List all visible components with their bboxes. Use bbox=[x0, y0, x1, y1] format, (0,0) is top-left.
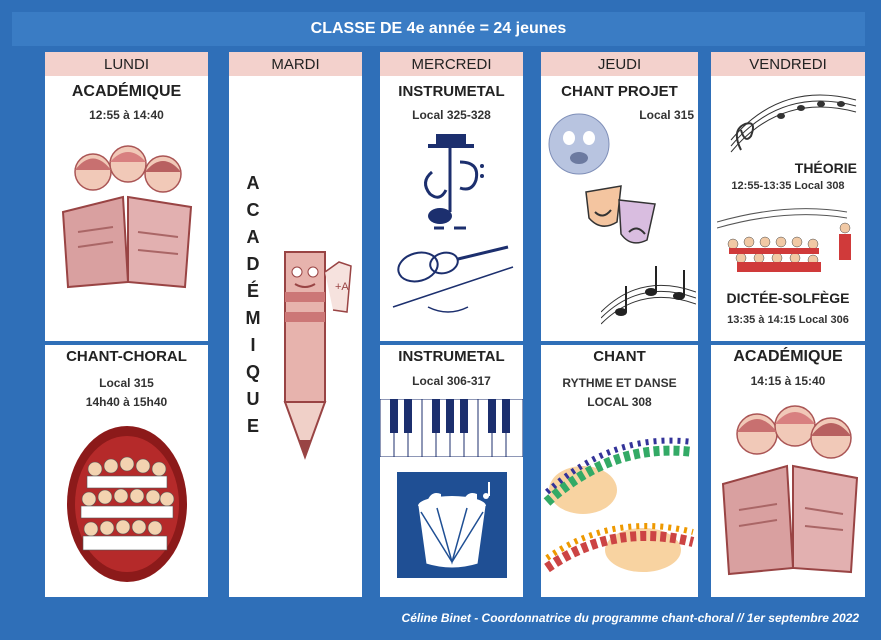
day-header-lundi: LUNDI bbox=[45, 52, 208, 76]
day-header-jeudi: JEUDI bbox=[541, 52, 698, 76]
jeudi-bottom-sub: RYTHME ET DANSE bbox=[562, 376, 677, 390]
jeudi-bottom-local: LOCAL 308 bbox=[587, 395, 652, 409]
piano-keys-illustration bbox=[380, 399, 523, 457]
music-staff-illustration bbox=[730, 94, 857, 153]
column-jeudi: JEUDI CHANT PROJET Local 315 bbox=[541, 52, 698, 597]
mardi-letter: A bbox=[246, 227, 260, 247]
lundi-top-title: ACADÉMIQUE bbox=[71, 83, 182, 100]
mardi-letter: C bbox=[246, 200, 260, 220]
mercredi-bottom-local: Local 306-317 bbox=[412, 374, 491, 388]
lundi-bottom-time: 14h40 à 15h40 bbox=[85, 395, 168, 409]
vendredi-dictee-title: DICTÉE-SOLFÈGE bbox=[726, 290, 850, 306]
mardi-letter: M bbox=[245, 308, 261, 328]
mardi-letter: E bbox=[246, 416, 259, 436]
column-vendredi: VENDREDI THÉORIE 12:55-13:35 Local 308 bbox=[711, 52, 865, 597]
vendredi-dictee-time: 13:35 à 14:15 Local 306 bbox=[727, 314, 849, 326]
jeudi-bottom-title: CHANT bbox=[593, 348, 646, 365]
day-header-mardi: MARDI bbox=[229, 52, 362, 76]
column-mardi: MARDI A C A D É M I Q U E +A bbox=[229, 52, 362, 597]
day-header-mercredi: MERCREDI bbox=[380, 52, 523, 76]
svg-text:+A: +A bbox=[335, 281, 349, 293]
column-mercredi: MERCREDI INSTRUMETAL Local 325-328 INSTR… bbox=[380, 52, 523, 597]
vendredi-bottom-time: 14:15 à 15:40 bbox=[750, 374, 826, 388]
drum-icon bbox=[397, 472, 507, 578]
vendredi-theorie-time: 12:55-13:35 Local 308 bbox=[731, 180, 845, 192]
singing-moon-illustration bbox=[548, 113, 610, 175]
mercredi-top-local: Local 325-328 bbox=[412, 108, 491, 122]
vendredi-theorie-title: THÉORIE bbox=[794, 160, 857, 176]
lundi-separator bbox=[45, 341, 208, 345]
vendredi-separator bbox=[711, 341, 865, 345]
mardi-vertical-academique: A C A D É M I Q U E bbox=[243, 170, 263, 440]
children-reading-illustration bbox=[721, 405, 859, 576]
pencil-character-illustration: +A bbox=[283, 251, 352, 460]
mardi-letter: Q bbox=[245, 362, 260, 382]
mercredi-separator bbox=[380, 341, 523, 345]
mercredi-top-title: INSTRUMETAL bbox=[398, 83, 505, 100]
lundi-bottom-local: Local 315 bbox=[99, 376, 154, 390]
mercredi-bottom-title: INSTRUMETAL bbox=[398, 348, 505, 365]
music-notes-illustration bbox=[601, 266, 696, 325]
choir-illustration bbox=[67, 426, 187, 582]
violin-illustration bbox=[392, 245, 514, 313]
dancing-crowd-illustration bbox=[543, 437, 695, 573]
lundi-top-time: 12:55 à 14:40 bbox=[89, 108, 164, 122]
footer-credit: Céline Binet - Coordonnatrice du program… bbox=[12, 600, 865, 636]
column-lundi: LUNDI ACADÉMIQUE 12:55 à 14:40 CHANT-CHO… bbox=[45, 52, 208, 597]
mardi-letter: U bbox=[246, 389, 260, 409]
children-choir-illustration bbox=[717, 208, 851, 272]
children-reading-illustration bbox=[61, 145, 193, 289]
music-note-character-illustration bbox=[424, 134, 484, 230]
mardi-letter: A bbox=[246, 173, 260, 193]
page-title: CLASSE DE 4e année = 24 jeunes bbox=[12, 12, 865, 46]
lundi-bottom-title: CHANT-CHORAL bbox=[66, 348, 187, 365]
mardi-letter: É bbox=[246, 281, 259, 301]
jeudi-separator bbox=[541, 341, 698, 345]
jeudi-top-title: CHANT PROJET bbox=[561, 83, 678, 100]
day-header-vendredi: VENDREDI bbox=[711, 52, 865, 76]
mardi-letter: I bbox=[250, 335, 256, 355]
mardi-letter: D bbox=[246, 254, 260, 274]
vendredi-bottom-title: ACADÉMIQUE bbox=[733, 348, 843, 365]
theater-masks-illustration bbox=[585, 185, 656, 244]
jeudi-top-local: Local 315 bbox=[639, 108, 694, 122]
